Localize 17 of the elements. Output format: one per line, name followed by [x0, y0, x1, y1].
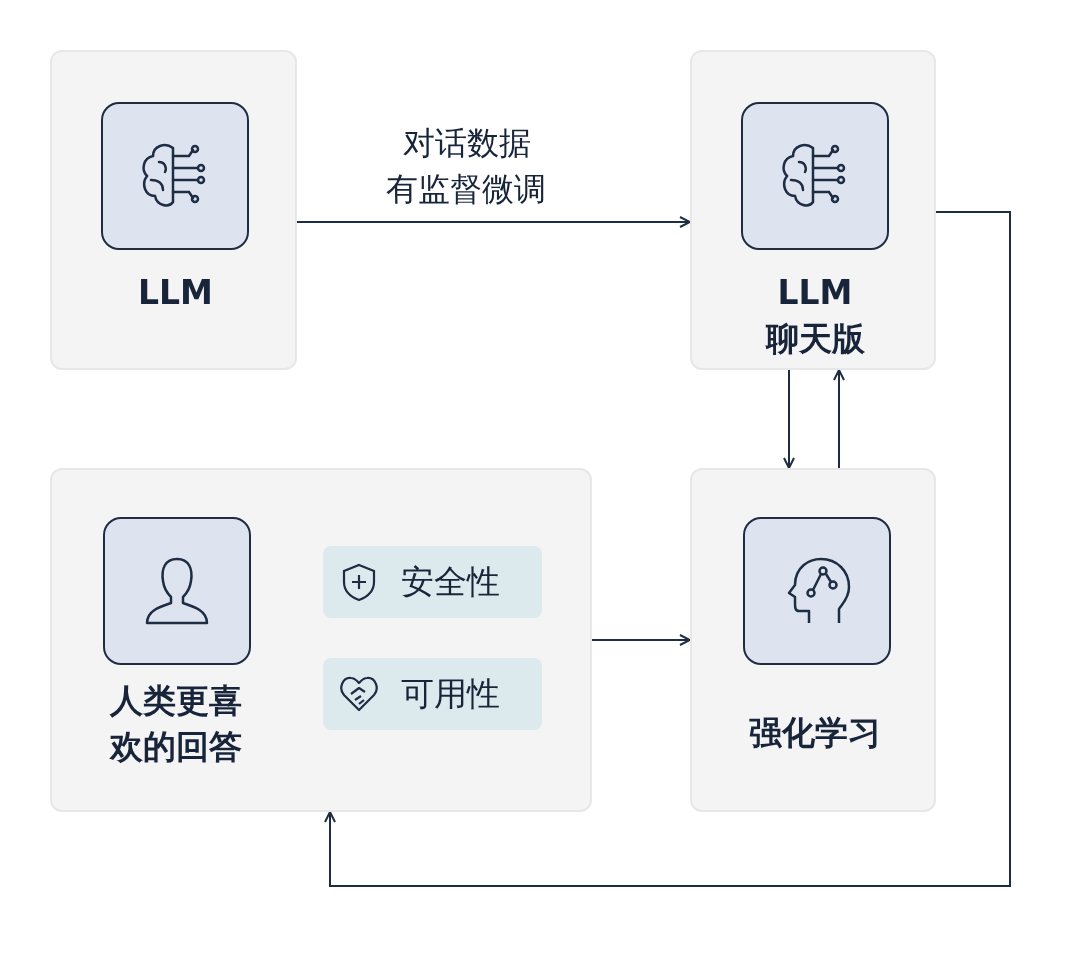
card-title: LLM 聊天版	[764, 272, 866, 360]
arrow	[783, 369, 795, 469]
arrow	[833, 369, 845, 469]
tag-chip	[323, 546, 542, 618]
card	[50, 468, 592, 812]
arrow	[296, 216, 691, 228]
arrow	[591, 634, 691, 646]
tag-chip	[323, 658, 542, 730]
card-title: LLM	[137, 272, 214, 314]
chip-label: 安全性	[401, 561, 500, 603]
chip-label: 可用性	[401, 673, 500, 715]
arrow	[324, 211, 1011, 887]
card	[50, 50, 297, 370]
card-title: 人类更喜欢的回答	[108, 680, 243, 768]
card	[690, 50, 936, 370]
card	[690, 468, 936, 812]
card-title: 强化学习	[748, 712, 882, 754]
